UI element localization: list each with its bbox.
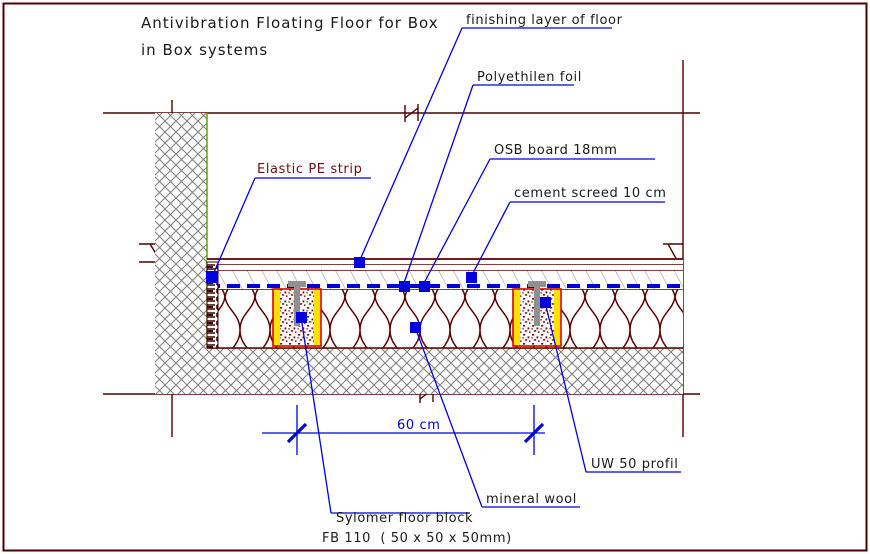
leader-lines — [211, 27, 681, 514]
dimension-label-60cm: 60 cm — [397, 418, 441, 433]
label-elastic-pe-strip: Elastic PE strip — [257, 162, 362, 177]
dimension-60cm: 60 cm — [262, 405, 545, 455]
osb-board-layer — [207, 263, 683, 270]
label-sylomer-line2: FB 110 ( 50 x 50 x 50mm) — [322, 531, 512, 546]
label-uw-profil: UW 50 profil — [591, 457, 678, 472]
label-osb-board: OSB board 18mm — [494, 143, 617, 158]
label-mineral-wool: mineral wool — [486, 492, 577, 507]
uw-profile-right — [528, 281, 546, 326]
finishing-layer — [207, 258, 683, 264]
drawing-title-line1: Antivibration Floating Floor for Box — [141, 14, 439, 32]
label-cement-screed: cement screed 10 cm — [514, 186, 667, 201]
elastic-pe-strip — [206, 261, 219, 349]
leader-endpoint-markers — [206, 257, 551, 333]
drawing-title-line2: in Box systems — [141, 41, 268, 59]
label-finishing-layer: finishing layer of floor — [466, 13, 623, 28]
wall-section — [155, 113, 208, 394]
structural-slab — [155, 347, 683, 394]
label-polyethilen-foil: Polyethilen foil — [477, 70, 582, 85]
label-sylomer-line1: Sylomer floor block — [336, 511, 473, 526]
uw-profile-left — [288, 281, 306, 326]
